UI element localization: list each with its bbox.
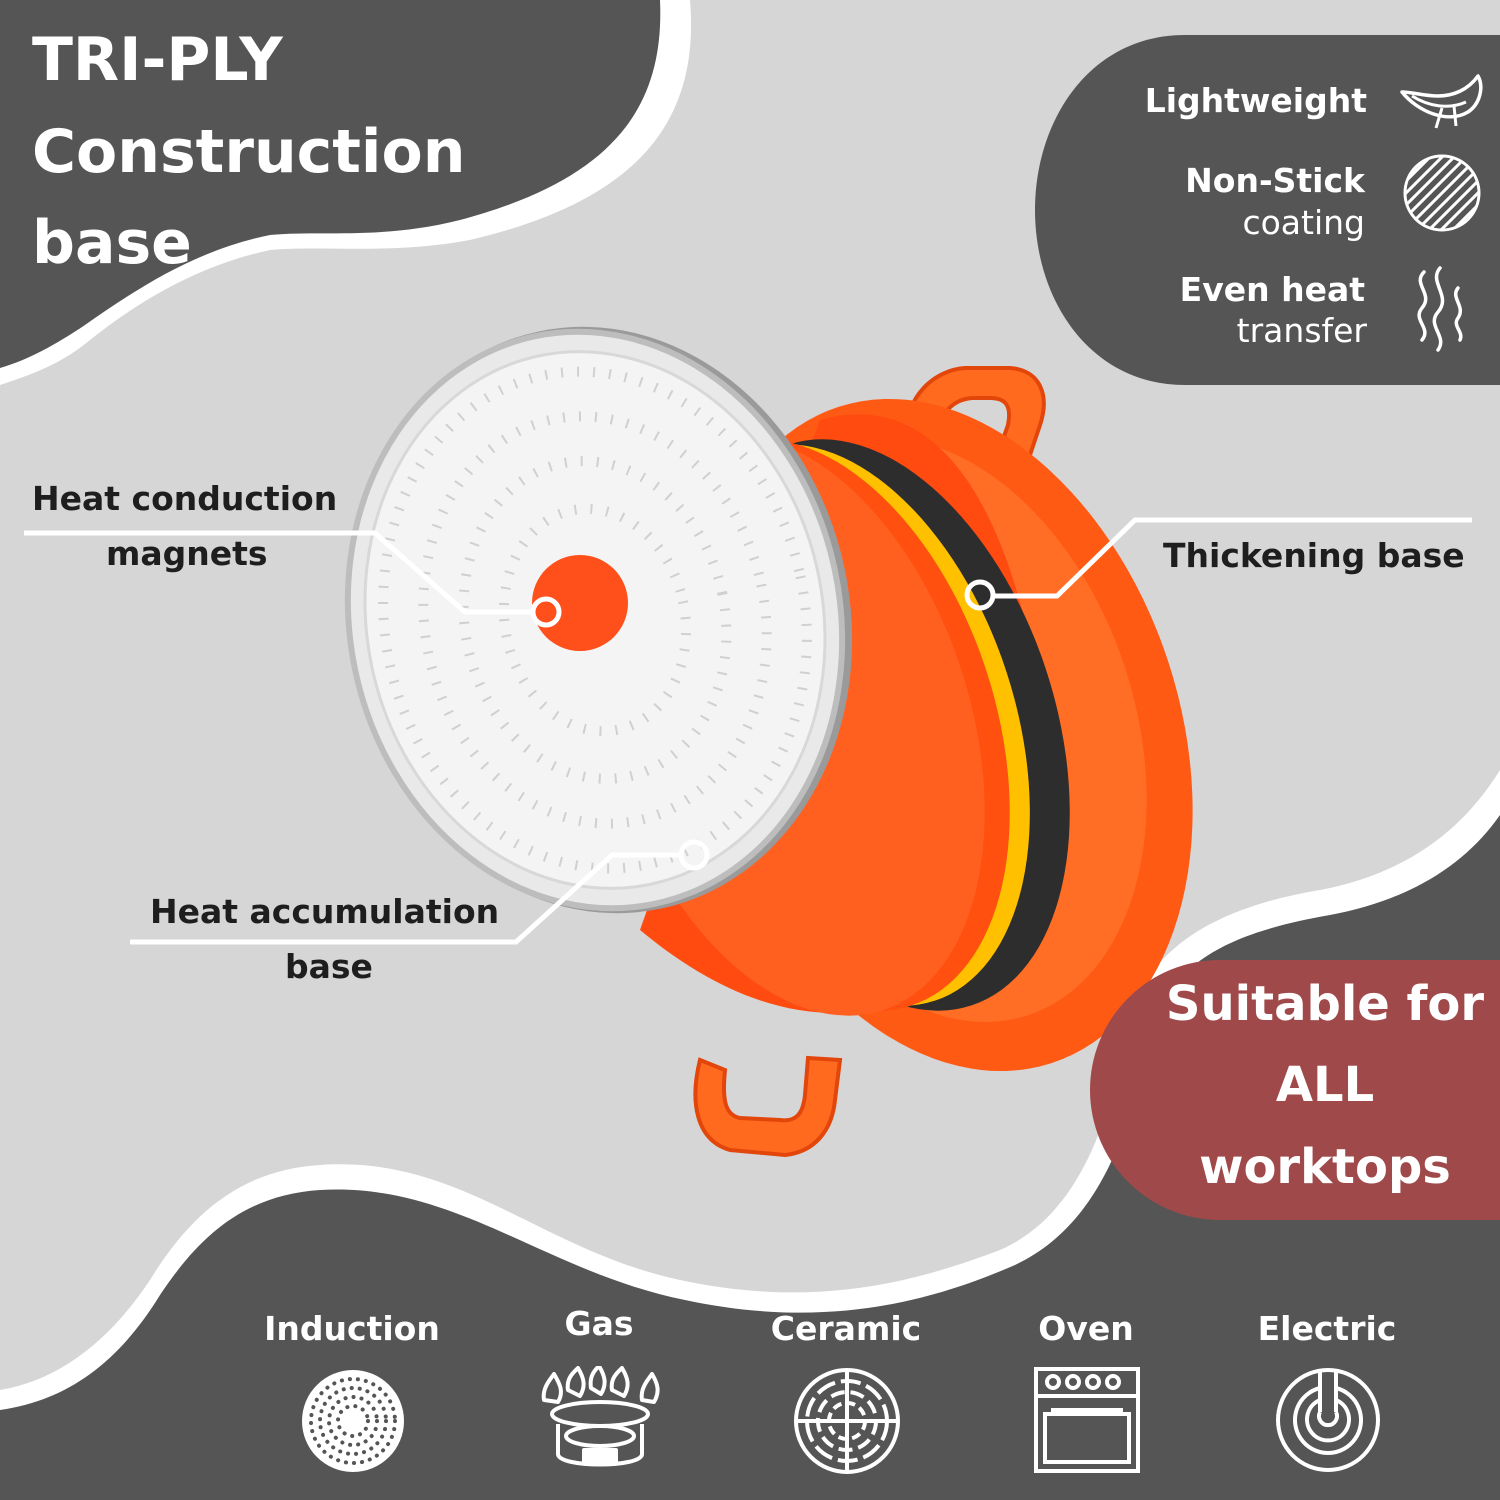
- cooktop-electric-label: Electric: [1257, 1309, 1397, 1348]
- oven-icon: [1034, 1367, 1140, 1473]
- nonstick-coating-icon: [1403, 154, 1481, 232]
- suitable-line-1: Suitable for: [1165, 976, 1485, 1032]
- cooktop-gas-label: Gas: [564, 1304, 634, 1343]
- heat-conduction-sublabel: magnets: [106, 534, 268, 573]
- feature-nonstick-label: Non-Stick: [1185, 161, 1365, 200]
- cooktop-oven-label: Oven: [1038, 1309, 1134, 1348]
- cooktop-ceramic-label: Ceramic: [770, 1309, 922, 1348]
- heat-waves-icon: [1417, 266, 1463, 352]
- cooktop-induction-label: Induction: [264, 1309, 440, 1348]
- electric-hob-icon: [1276, 1368, 1380, 1472]
- callout-lines: [24, 517, 1472, 945]
- heat-conduction-label: Heat conduction: [32, 479, 338, 518]
- feature-nonstick-sublabel: coating: [1242, 203, 1365, 242]
- induction-icon: [302, 1370, 404, 1472]
- feature-heat-label: Even heat: [1179, 270, 1365, 309]
- feature-lightweight-label: Lightweight: [1144, 81, 1367, 120]
- feather-icon: [1400, 74, 1483, 129]
- suitable-line-3: worktops: [1199, 1139, 1451, 1195]
- ceramic-hob-icon: [794, 1368, 900, 1474]
- title-line-1: TRI-PLY: [32, 25, 283, 95]
- heat-accumulation-sublabel: base: [285, 947, 373, 986]
- heat-accumulation-label: Heat accumulation: [150, 892, 500, 931]
- title-line-2: Construction: [32, 117, 466, 187]
- title-line-3: base: [32, 208, 192, 278]
- suitable-badge: [1090, 960, 1500, 1220]
- thickening-base-label: Thickening base: [1163, 536, 1465, 575]
- suitable-line-2: ALL: [1275, 1057, 1375, 1113]
- gas-burner-icon: [541, 1366, 660, 1467]
- cookware-pot-illustration: [344, 326, 1193, 1158]
- feature-heat-sublabel: transfer: [1236, 311, 1367, 350]
